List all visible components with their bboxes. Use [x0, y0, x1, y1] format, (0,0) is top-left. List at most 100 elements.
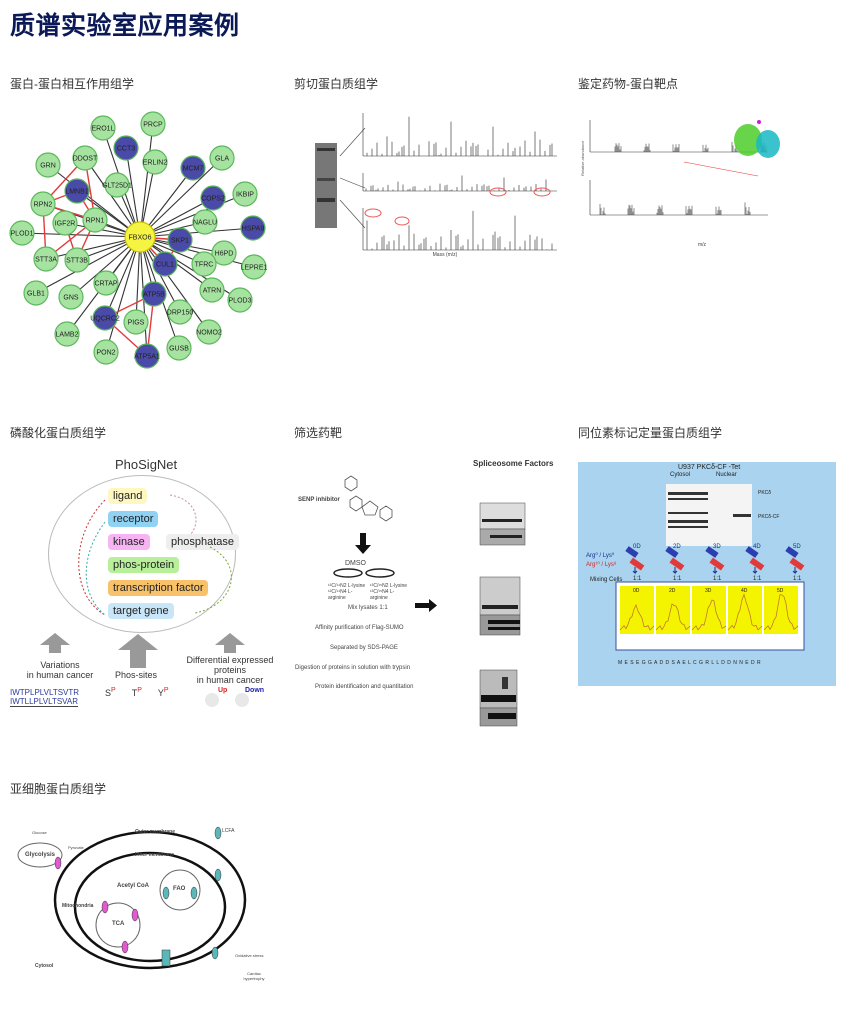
day-label: 4D	[753, 544, 761, 550]
box-phos-protein: phos-protein	[108, 557, 180, 573]
drug-ms-spectra	[589, 120, 768, 216]
drug-target-ms-figure[interactable]: Relative abundance m/z	[578, 110, 843, 250]
ratio-label: 1:1	[713, 576, 722, 582]
svg-text:GRN: GRN	[40, 163, 56, 170]
down-label: Down	[245, 687, 265, 694]
box-ligand: ligand	[108, 488, 148, 504]
svg-text:CUL1: CUL1	[156, 262, 174, 269]
svg-text:COPS2: COPS2	[201, 196, 225, 203]
cardiac-hypertrophy-label: Cardiac hypertrophy	[243, 971, 265, 981]
case-label-drug-screen: 筛选药靶	[294, 426, 343, 440]
oxidative-stress-label: Oxidative stress	[235, 953, 264, 958]
svg-text:STT3A: STT3A	[35, 257, 57, 264]
node-ero1l: ERO1L	[90, 115, 116, 141]
svg-text:STT3B: STT3B	[66, 258, 88, 265]
node-cops2: COPS2	[200, 185, 226, 211]
heavy-light-pair-icon	[625, 546, 639, 558]
step-3: Separated by SDS-PAGE	[330, 645, 398, 651]
node-igf2r: IGF2R	[52, 210, 78, 236]
arg0-label: Arg⁰ / Lys⁰	[586, 553, 615, 559]
node-fbxo6: FBXO6	[124, 221, 156, 253]
svg-text:ERO1L: ERO1L	[92, 126, 115, 133]
network-ellipse	[48, 475, 236, 633]
cytosol-label: Cytosol	[670, 472, 691, 478]
day-label: 2D	[673, 544, 681, 550]
chromatogram-day-label: 4D	[741, 588, 748, 594]
down-arrow-icon	[752, 567, 758, 575]
case-label-silac: 同位素标记定量蛋白质组学	[578, 426, 723, 440]
case-label-cleavage: 剪切蛋白质组学	[294, 77, 379, 91]
node-rpn1: RPN1	[82, 207, 108, 233]
node-ddost: DDOST	[72, 145, 98, 171]
dmso-label: DMSO	[345, 560, 366, 567]
network-edge	[139, 157, 223, 238]
node-grn: GRN	[35, 152, 61, 178]
variations-caption: Variations in human cancer	[26, 660, 94, 680]
svg-text:GUSB: GUSB	[169, 346, 189, 353]
acetyl-coa-label: Acetyl CoA	[117, 883, 150, 889]
down-arrow-icon	[792, 567, 798, 575]
svg-text:DDOST: DDOST	[73, 156, 98, 163]
box-transcription-factor: transcription factor	[108, 580, 209, 596]
day-label: 3D	[713, 544, 721, 550]
sequence-2: IWTLLPLVLTSVAR	[10, 697, 79, 707]
network-edge	[139, 236, 255, 268]
box-kinase: kinase	[108, 534, 150, 550]
site-t: TP	[131, 687, 142, 698]
western-blots	[479, 502, 526, 727]
ratio-label: 1:1	[633, 576, 642, 582]
site-y: YP	[157, 687, 169, 698]
ms-ylabel: Relative abundance	[580, 140, 585, 176]
node-gla: GLA	[209, 145, 235, 171]
svg-text:ERLIN2: ERLIN2	[143, 160, 168, 167]
peptide-sequence: M E S E G G A D D S A E L C G R L L D D …	[618, 660, 762, 666]
svg-text:PRCP: PRCP	[143, 122, 163, 129]
svg-text:UQCRC2: UQCRC2	[90, 316, 120, 323]
band-pkcd-cf: PKCδ-CF	[758, 514, 780, 520]
phosignet-figure[interactable]: PhoSigNet ligand receptor kinase phospha…	[10, 455, 275, 715]
drug-ms-xlabel: m/z	[698, 242, 707, 248]
network-edge	[105, 236, 141, 353]
network-edge	[139, 193, 246, 238]
svg-text:LEPRE1: LEPRE1	[241, 265, 268, 272]
svg-text:LMNB1: LMNB1	[65, 189, 88, 196]
cleavage-ms-figure[interactable]: Mass (m/z)	[295, 108, 557, 258]
ms-xlabel: Mass (m/z)	[433, 252, 458, 258]
protein-structure-image	[734, 120, 780, 158]
ratio-label: 1:1	[793, 576, 802, 582]
phos-site-list: SP TP YP	[105, 687, 169, 698]
svg-text:MCM7: MCM7	[183, 166, 204, 173]
svg-text:IGF2R: IGF2R	[55, 221, 76, 228]
node-drp150: DRP150	[167, 299, 193, 325]
fao-label: FAO	[173, 886, 186, 892]
outer-membrane-label: Outer membrane	[135, 829, 176, 835]
site-s: SP	[105, 687, 116, 698]
svg-text:NOMO2: NOMO2	[196, 330, 222, 337]
pyruvate-label: Pyruvate	[68, 845, 84, 850]
node-stt3b: STT3B	[64, 247, 90, 273]
up-circle	[205, 693, 219, 707]
svg-text:CCT3: CCT3	[117, 146, 135, 153]
ratio-label: 1:1	[753, 576, 762, 582]
drug-screen-figure[interactable]: SENP inhibitor Spliceosome Factors DMSO …	[290, 455, 560, 730]
chromatogram-trace	[619, 603, 655, 631]
node-cul1: CUL1	[152, 251, 178, 277]
chromatogram-day-label: 5D	[777, 588, 784, 594]
node-naglu: NAGLU	[192, 209, 218, 235]
node-nomo2: NOMO2	[196, 319, 222, 345]
senp-inhibitor-label: SENP inhibitor	[298, 497, 340, 503]
svg-text:CRTAP: CRTAP	[94, 281, 117, 288]
cytosol-label: Cytosol	[35, 963, 54, 969]
inner-membrane-label: Inner membrane	[135, 852, 174, 858]
mixing-label: Mixing Cells	[590, 577, 623, 583]
silac-title: U937 PKCδ-CF -Tet	[678, 464, 741, 471]
case-label-subcellular: 亚细胞蛋白质组学	[10, 782, 107, 796]
phos-sites-caption: Phos-sites	[115, 670, 158, 680]
step-1: Mix lysates 1:1	[348, 605, 388, 611]
svg-text:PLOD3: PLOD3	[229, 298, 252, 305]
mitochondria-figure[interactable]: Outer membrane Inner membrane Glucose Gl…	[10, 825, 278, 990]
node-erlin2: ERLIN2	[142, 149, 168, 175]
node-gns: GNS	[58, 284, 84, 310]
